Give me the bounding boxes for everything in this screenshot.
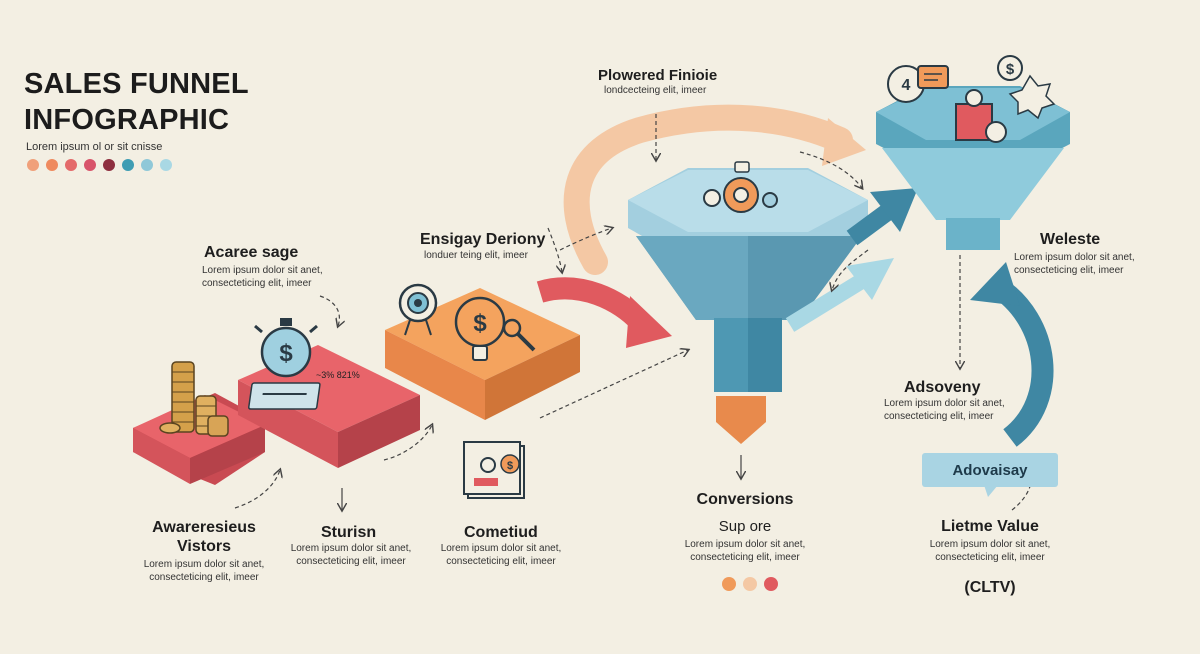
dollar-badge-icon: $ bbox=[997, 55, 1056, 120]
page-title: SALES FUNNEL INFOGRAPHIC bbox=[24, 68, 249, 136]
svg-text:$: $ bbox=[507, 460, 513, 472]
person-icon bbox=[955, 89, 1007, 143]
dot-peach bbox=[743, 577, 757, 591]
dollar-lightbulb-icon: $ bbox=[454, 296, 506, 361]
magnifier-icon bbox=[502, 318, 536, 352]
stage-weleste-title: Weleste bbox=[1040, 231, 1101, 248]
gear-people-icon bbox=[703, 161, 778, 213]
credit-card-icon bbox=[248, 382, 321, 410]
arrow-teal-light-head bbox=[846, 258, 894, 300]
solid-connectors bbox=[342, 455, 741, 510]
curved-arrow-red bbox=[536, 277, 649, 330]
svg-text:$: $ bbox=[473, 310, 487, 337]
stage-acare-body: Lorem ipsum dolor sit anet, consectetici… bbox=[202, 265, 323, 289]
stage-lifetime-body: Lorem ipsum dolor sit anet, consectetici… bbox=[929, 539, 1051, 563]
curved-arrow-red-head bbox=[626, 296, 672, 348]
chat-bubble-icon: 4 bbox=[887, 65, 949, 103]
palette-dot bbox=[65, 159, 77, 171]
palette-dot bbox=[46, 159, 58, 171]
right-funnel bbox=[876, 86, 1070, 250]
conversion-dots bbox=[722, 577, 778, 591]
stage-awareness-title: Awareresieus Vistors bbox=[152, 519, 256, 555]
stage-conversions-subtitle: Sup ore bbox=[718, 518, 772, 535]
palette-dot bbox=[103, 159, 115, 171]
svg-text:$: $ bbox=[1006, 61, 1015, 78]
stage-sturisn-title: Sturisn bbox=[321, 524, 377, 541]
stage-conversions-body: Lorem ipsum dolor sit anet, consectetici… bbox=[684, 539, 806, 563]
stage-plowered-title: Plowered Finioie bbox=[598, 67, 718, 84]
palette-dot bbox=[122, 159, 134, 171]
dot-red bbox=[764, 577, 778, 591]
badge-tail bbox=[984, 485, 998, 497]
stage-adsoveny-body: Lorem ipsum dolor sit anet, consectetici… bbox=[884, 398, 1005, 422]
arrow-teal-light bbox=[785, 275, 865, 332]
stage-cometiud-title: Cometiud bbox=[464, 524, 538, 541]
dot-orange bbox=[722, 577, 736, 591]
svg-text:$: $ bbox=[279, 340, 293, 367]
arrow-teal-dark-head bbox=[870, 188, 918, 232]
stage-ensigay-title: Ensigay Deriony bbox=[420, 231, 546, 248]
stage-ensigay-body: londuer teing elit, imeer bbox=[424, 250, 528, 261]
advocacy-badge: Adovaisay bbox=[922, 453, 1058, 487]
svg-text:4: 4 bbox=[902, 77, 911, 94]
central-funnel bbox=[628, 168, 868, 444]
card-percent-label: ~3% 821% bbox=[316, 370, 360, 380]
coin-stack-icon bbox=[159, 361, 229, 437]
curved-arrow-peach-head bbox=[822, 118, 866, 166]
stage-cometiud-body: Lorem ipsum dolor sit anet, consectetici… bbox=[440, 543, 562, 567]
stage-plowered-body: londcecteing elit, imeer bbox=[604, 85, 707, 96]
stage-awareness-body: Lorem ipsum dolor sit anet, consectetici… bbox=[143, 559, 265, 583]
stage-adsoveny-title: Adsoveny bbox=[904, 379, 981, 396]
arrow-teal-dark bbox=[846, 202, 896, 246]
stage-weleste-body: Lorem ipsum dolor sit anet, consectetici… bbox=[1014, 252, 1135, 276]
dashed-connectors bbox=[234, 114, 1031, 511]
stage-acare-title: Acaree sage bbox=[204, 244, 299, 261]
stage-lifetime-abbr: (CLTV) bbox=[964, 579, 1016, 596]
palette-dot bbox=[160, 159, 172, 171]
stage-conversions-title: Conversions bbox=[696, 491, 794, 508]
curved-arrow-peach bbox=[563, 104, 853, 275]
stopwatch-dollar-icon: $ bbox=[254, 318, 318, 378]
palette-dot bbox=[84, 159, 96, 171]
palette-dot bbox=[141, 159, 153, 171]
palette-dots bbox=[27, 159, 172, 171]
stage-sturisn-body: Lorem ipsum dolor sit anet, consectetici… bbox=[290, 543, 412, 567]
palette-dot bbox=[27, 159, 39, 171]
profile-card-icon: $ bbox=[463, 441, 525, 499]
curved-arrow-return-head bbox=[970, 262, 1020, 306]
target-icon bbox=[398, 283, 438, 336]
page-subtitle: Lorem ipsum ol or sit cnisse bbox=[26, 141, 163, 153]
stage-lifetime-title: Lietme Value bbox=[941, 518, 1039, 535]
